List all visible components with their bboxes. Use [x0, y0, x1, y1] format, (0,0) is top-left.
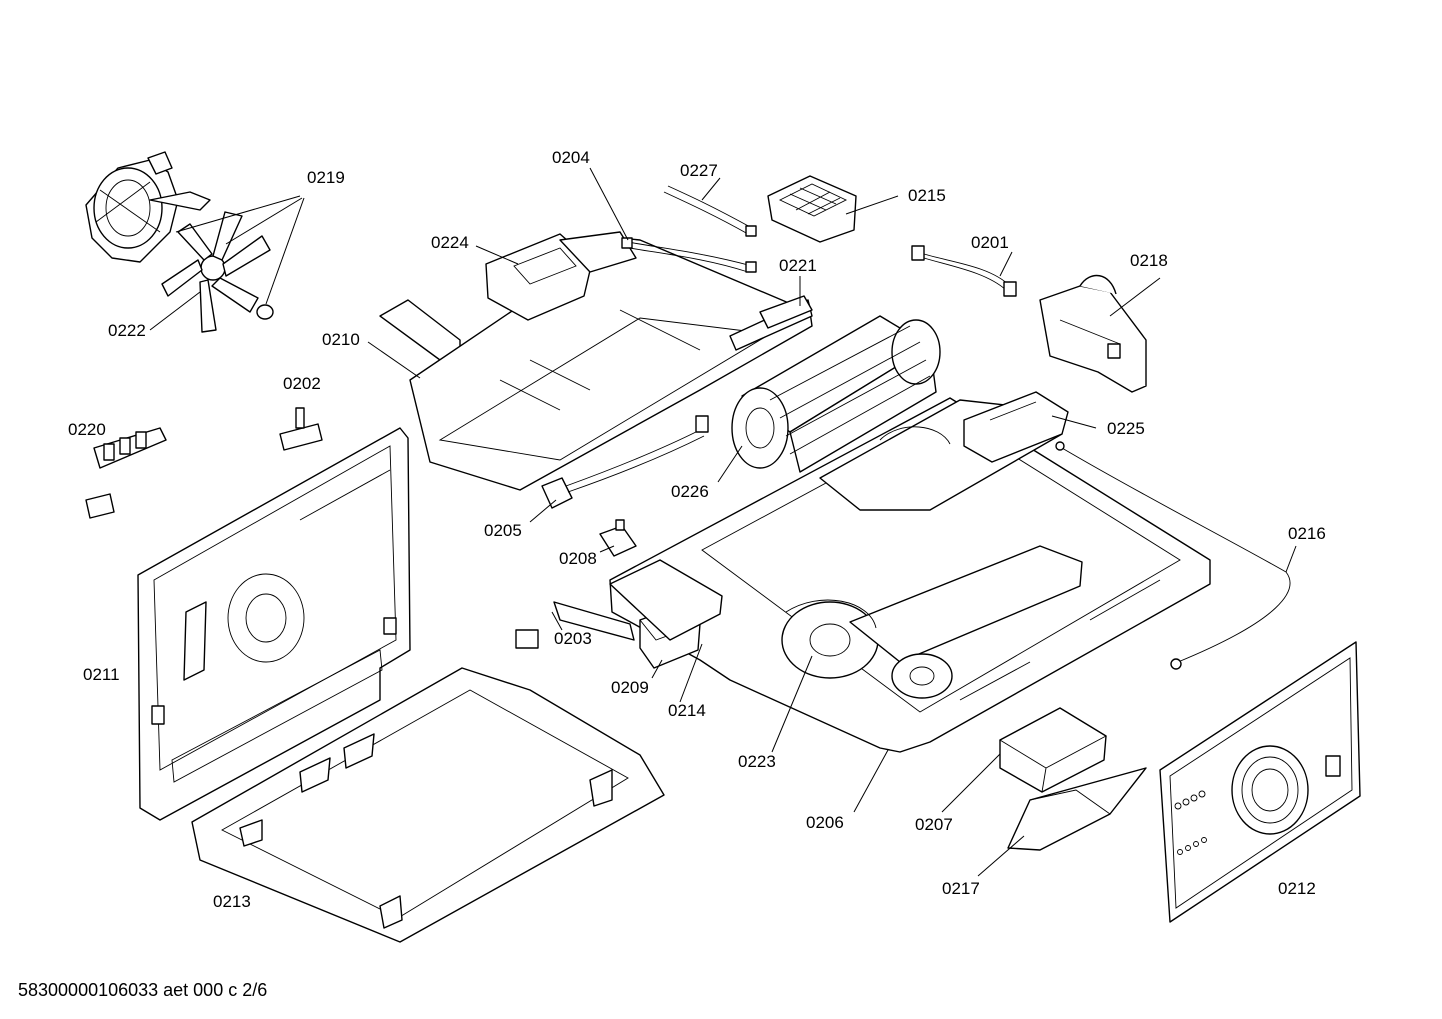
part-0223-blower	[785, 599, 877, 629]
label-0209: 0209	[611, 678, 649, 697]
part-0203-0209-0214-components	[515, 559, 723, 669]
label-0216: 0216	[1288, 524, 1326, 543]
label-0226: 0226	[671, 482, 709, 501]
label-0219: 0219	[307, 168, 345, 187]
label-0204: 0204	[552, 148, 590, 167]
part-0225-air-duct	[963, 391, 1069, 463]
part-0201-cable	[911, 245, 1017, 297]
label-0222: 0222	[108, 321, 146, 340]
part-0205-connector	[541, 415, 709, 509]
part-0211-rear-panel	[137, 427, 411, 821]
label-0220: 0220	[68, 420, 106, 439]
label-0213: 0213	[213, 892, 251, 911]
part-0207-box	[999, 707, 1107, 793]
label-0203: 0203	[554, 629, 592, 648]
label-0206: 0206	[806, 813, 844, 832]
part-0220-terminal-block	[85, 427, 167, 519]
part-labels: 0219 0222 0204 0227 0215 0201 0218 0224 …	[68, 148, 1326, 911]
label-0202: 0202	[283, 374, 321, 393]
label-0201: 0201	[971, 233, 1009, 252]
label-0215: 0215	[908, 186, 946, 205]
part-0208-thermostat	[599, 519, 637, 557]
part-0221-switch-block	[759, 295, 813, 329]
label-0208: 0208	[559, 549, 597, 568]
part-0215-heat-sink	[767, 175, 857, 243]
label-0223: 0223	[738, 752, 776, 771]
label-0212: 0212	[1278, 879, 1316, 898]
label-0227: 0227	[680, 161, 718, 180]
part-0213-bottom-frame	[191, 667, 665, 943]
label-0214: 0214	[668, 701, 706, 720]
label-0221: 0221	[779, 256, 817, 275]
label-0218: 0218	[1130, 251, 1168, 270]
label-0224: 0224	[431, 233, 469, 252]
part-0226-tangential-fan	[731, 315, 941, 473]
part-0216-sensor-cable	[1055, 441, 1291, 670]
label-0205: 0205	[484, 521, 522, 540]
document-code: 58300000106033 aet 000 c 2/6	[18, 980, 268, 1000]
label-0211: 0211	[83, 665, 120, 684]
part-0217-tray	[1007, 767, 1147, 851]
part-0218-bracket	[1039, 274, 1147, 393]
part-0222-fan-blade	[161, 211, 274, 333]
label-0225: 0225	[1107, 419, 1145, 438]
label-0207: 0207	[915, 815, 953, 834]
part-0202-connector	[279, 407, 323, 451]
part-0206-top-plate	[609, 397, 1211, 753]
part-0219-motor	[85, 151, 211, 263]
label-0210: 0210	[322, 330, 360, 349]
part-0227-0204-wire-harnesses	[621, 185, 757, 273]
label-0217: 0217	[942, 879, 980, 898]
part-0212-front-panel	[1159, 641, 1361, 923]
part-0210-upper-bracket	[379, 231, 813, 491]
leader-lines	[149, 167, 1297, 877]
